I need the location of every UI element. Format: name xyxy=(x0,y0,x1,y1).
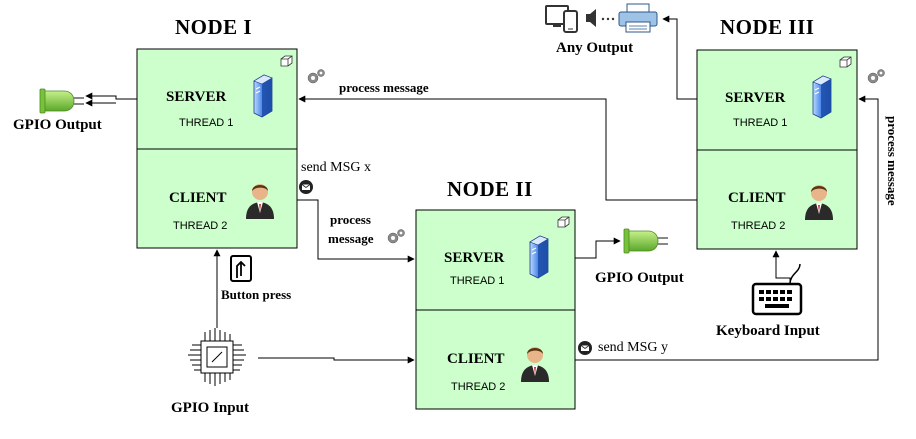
envelope-icon xyxy=(577,340,593,356)
printer-icon xyxy=(618,3,658,33)
send-msg-x-arrow xyxy=(297,199,415,263)
gpio-output-mid-arrow xyxy=(575,237,621,259)
node-1-client-thread: THREAD 2 xyxy=(173,220,228,232)
gear-icon xyxy=(867,69,885,84)
node-3-client-thread: THREAD 2 xyxy=(731,220,786,232)
button-press-icon xyxy=(230,255,252,282)
chip-icon xyxy=(188,328,246,386)
gpio-output-left-label: GPIO Output xyxy=(13,117,102,133)
node-1 xyxy=(136,48,298,249)
node-2-client-box xyxy=(415,309,576,410)
node-3-title: NODE III xyxy=(720,15,815,39)
node-1-client-label: CLIENT xyxy=(169,190,227,206)
server-tower-icon xyxy=(253,74,273,118)
speaker-icon xyxy=(586,9,615,27)
node-3-client-label: CLIENT xyxy=(728,190,786,206)
keyboard-input-arrow xyxy=(772,250,791,284)
process-message-mid-label-1: process xyxy=(330,212,371,227)
cube-icon xyxy=(839,56,852,68)
process-message-mid-label-2: message xyxy=(328,231,374,246)
process-message-top-label: process message xyxy=(339,80,429,95)
node-2-server-thread: THREAD 1 xyxy=(450,275,505,287)
gpio-input-arrow xyxy=(258,356,415,364)
node-3-server-thread: THREAD 1 xyxy=(733,117,788,129)
cube-icon xyxy=(557,216,570,228)
any-output-arrow xyxy=(662,15,697,100)
process-message-right-label: process message xyxy=(885,116,900,206)
envelope-icon xyxy=(298,179,314,195)
node-2-title: NODE II xyxy=(447,177,533,201)
node-2 xyxy=(415,209,576,410)
gpio-output-left-arrow xyxy=(85,92,137,100)
node-2-server-box xyxy=(415,209,576,311)
node-1-client-box xyxy=(136,148,298,249)
send-msg-x-label: send MSG x xyxy=(301,160,372,175)
node-3-client-box xyxy=(696,149,858,250)
gear-icon xyxy=(387,229,405,244)
server-tower-icon xyxy=(529,235,549,279)
node-2-client-thread: THREAD 2 xyxy=(451,381,506,393)
any-output-label: Any Output xyxy=(556,40,634,56)
gpio-input-label: GPIO Input xyxy=(171,400,249,416)
gpio-output-mid-label: GPIO Output xyxy=(595,270,684,286)
cube-icon xyxy=(280,55,293,67)
send-msg-y-label: send MSG y xyxy=(598,340,669,355)
node-3 xyxy=(696,49,858,250)
node-1-server-label: SERVER xyxy=(166,89,227,105)
node-1-title: NODE I xyxy=(175,15,253,39)
node-1-server-thread: THREAD 1 xyxy=(179,117,234,129)
led-icon xyxy=(623,228,669,254)
button-press-label: Button press xyxy=(221,287,292,302)
process-message-arrow-top xyxy=(298,95,697,201)
phone-icon xyxy=(563,10,578,33)
node-2-client-label: CLIENT xyxy=(447,351,505,367)
keyboard-input-label: Keyboard Input xyxy=(716,323,820,339)
gear-icon xyxy=(307,69,325,84)
node-3-server-label: SERVER xyxy=(725,90,786,106)
led-icon xyxy=(39,88,85,114)
node-2-server-label: SERVER xyxy=(444,250,505,266)
server-tower-icon xyxy=(812,75,832,119)
send-msg-y-arrow xyxy=(575,95,879,361)
keyboard-icon xyxy=(751,263,803,316)
